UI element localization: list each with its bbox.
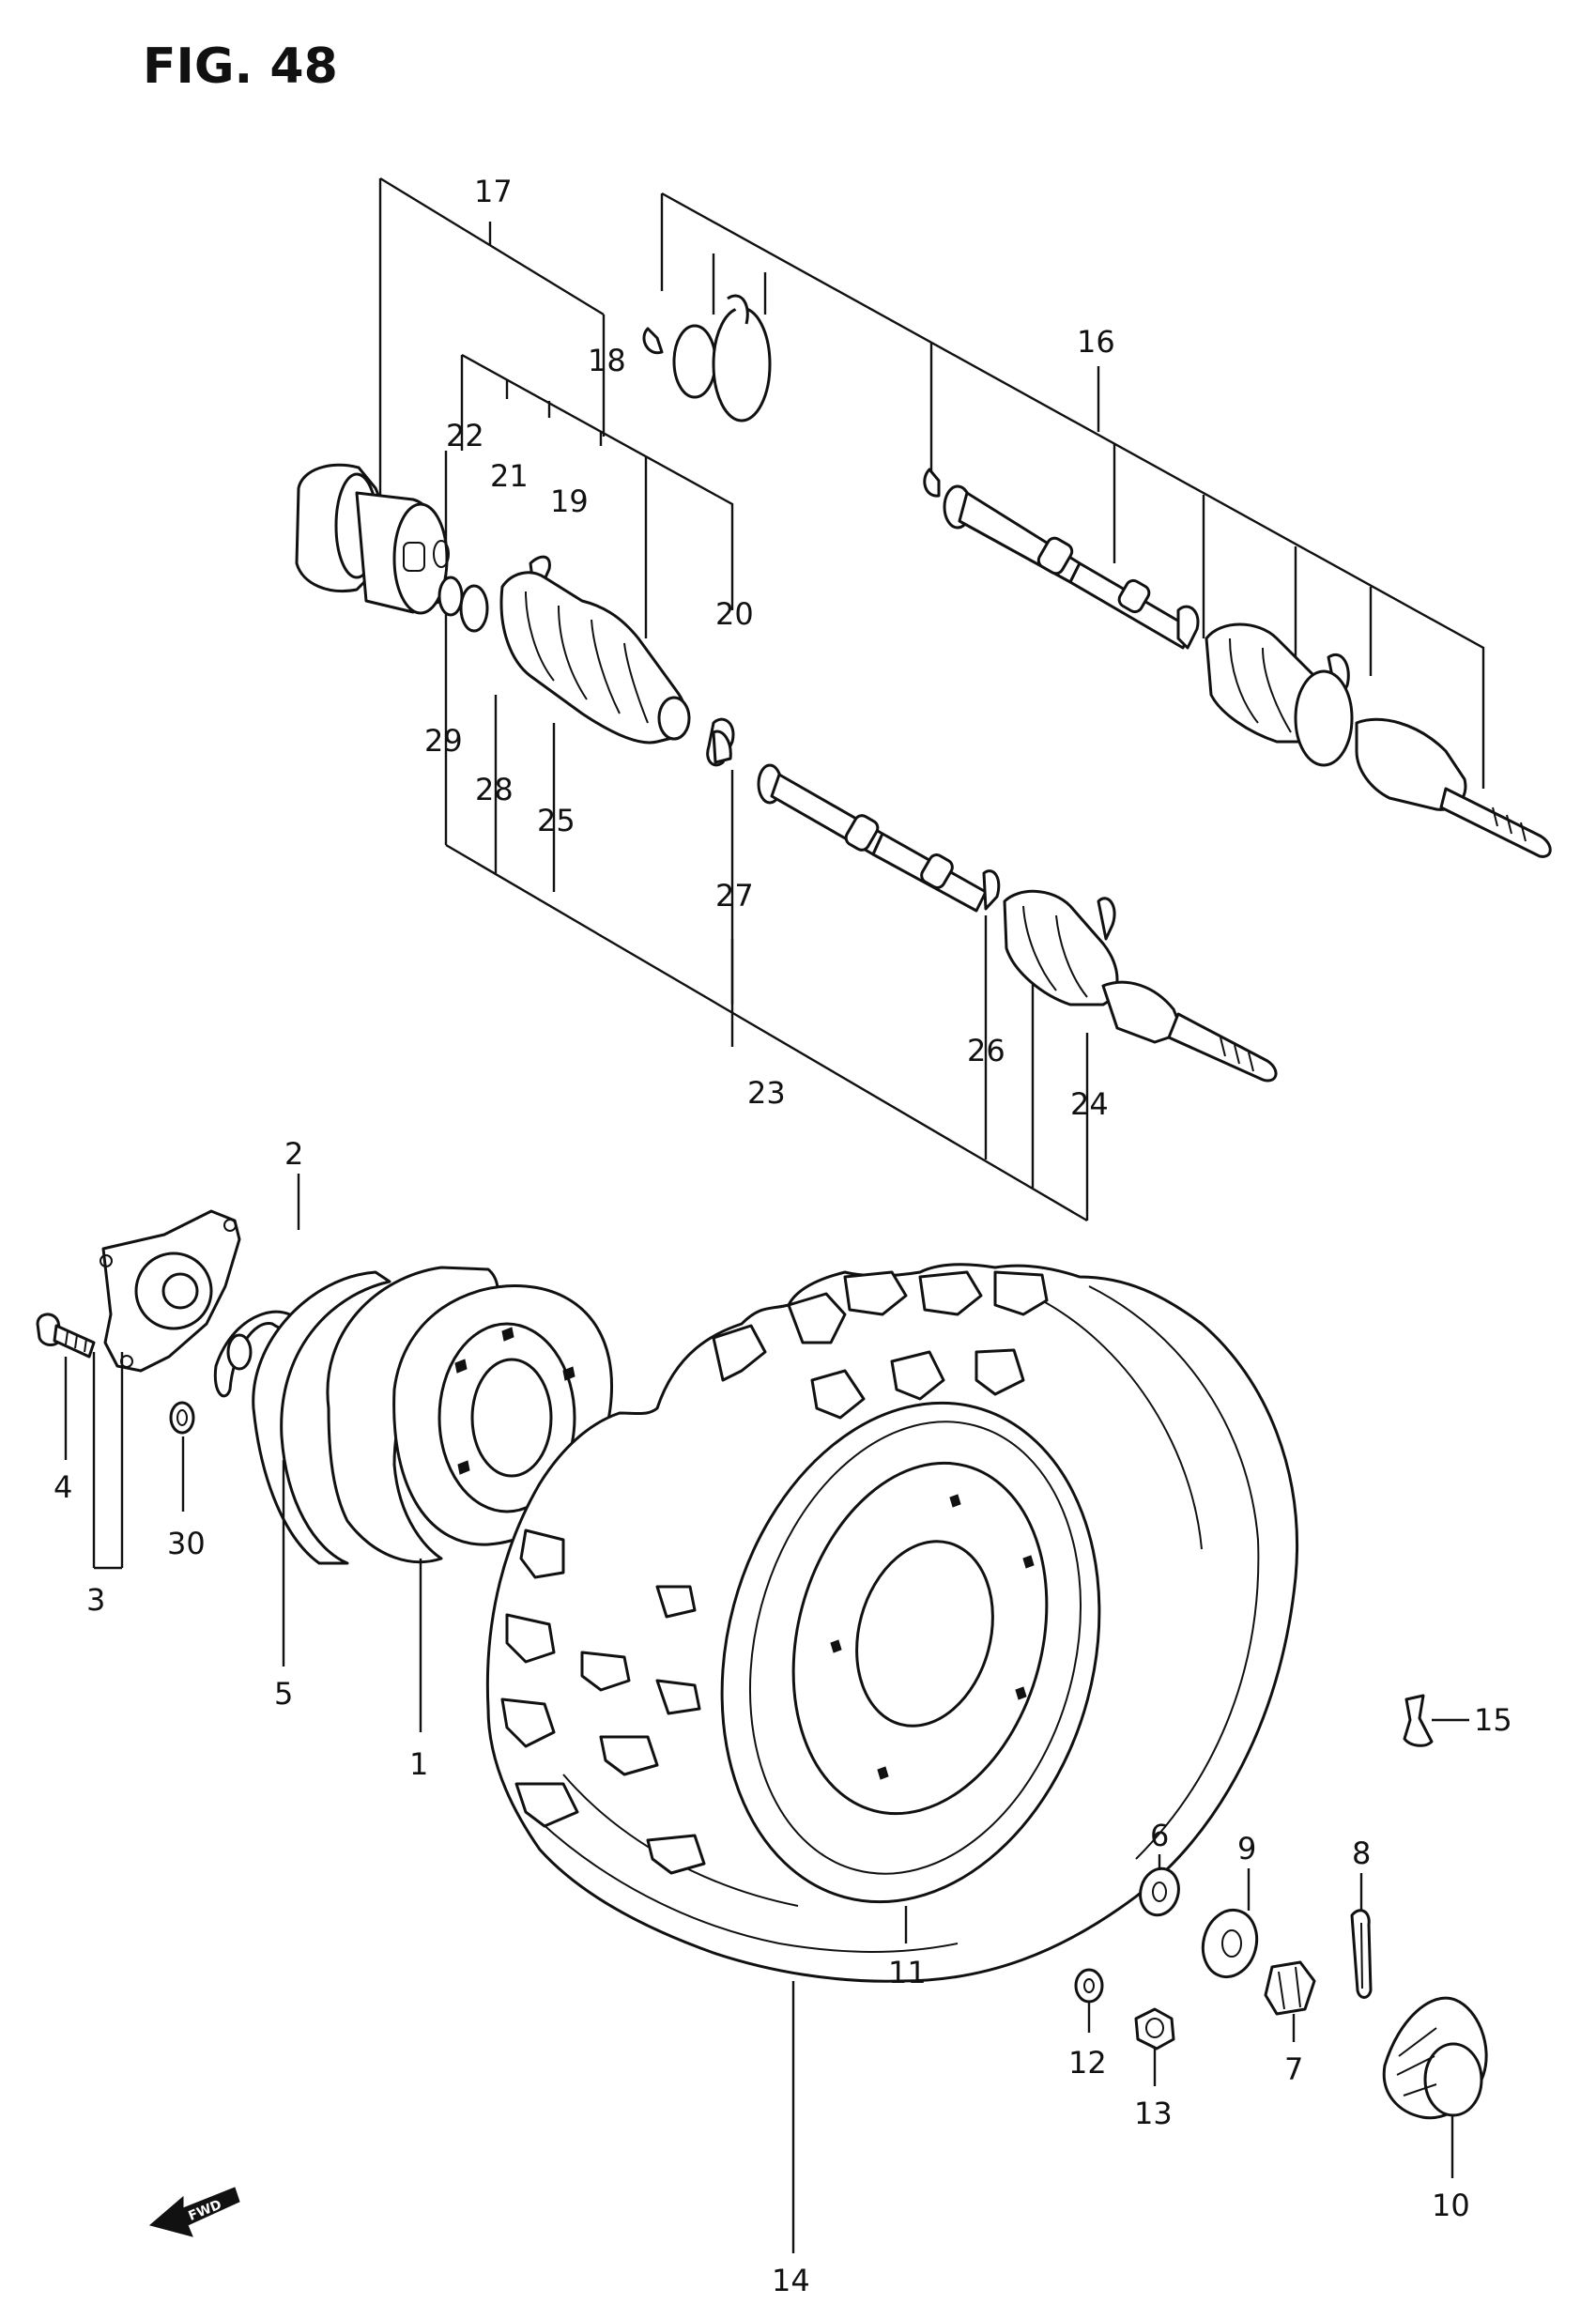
callout-10: 10	[1432, 2188, 1470, 2223]
hub-carrier-3	[100, 1209, 241, 1373]
callout-13: 13	[1134, 2096, 1173, 2131]
circlip-29	[437, 576, 464, 617]
callout-27: 27	[715, 878, 754, 914]
callout-2: 2	[284, 1136, 303, 1172]
callout-21: 21	[490, 458, 529, 494]
callout-19: 19	[550, 484, 589, 519]
bracket-17	[378, 177, 606, 502]
callout-22: 22	[446, 418, 484, 453]
washer-30	[169, 1401, 195, 1435]
callout-11: 11	[888, 1955, 927, 1990]
cotter-pin-8	[1350, 1909, 1373, 1999]
washer-12	[1074, 1968, 1104, 2004]
washer-6	[1139, 1866, 1180, 1917]
valve-stem-15	[1403, 1694, 1434, 1747]
callout-4: 4	[54, 1469, 72, 1505]
fwd-arrow: FWD	[148, 2187, 240, 2237]
bracket-23	[444, 353, 1089, 1222]
hub-cap-10	[1382, 1996, 1488, 2120]
callout-6: 6	[1150, 1818, 1169, 1853]
callout-23: 23	[747, 1075, 786, 1111]
callout-30: 30	[167, 1526, 206, 1561]
callout-labels: 2 4 30 3 5 1 15 6 9 8 11 12 7 13 10 14 1…	[54, 174, 1512, 2298]
callout-18: 18	[588, 343, 626, 378]
callout-14: 14	[772, 2263, 810, 2298]
castle-nut-7	[1264, 1960, 1316, 2016]
nut-13	[1134, 2007, 1175, 2051]
callout-17: 17	[474, 174, 513, 209]
callout-26: 26	[967, 1033, 1005, 1068]
callout-5: 5	[274, 1676, 293, 1712]
callout-3: 3	[86, 1582, 105, 1618]
callout-7: 7	[1284, 2051, 1303, 2087]
washer-9	[1201, 1908, 1259, 1979]
callout-1: 1	[409, 1746, 428, 1782]
callout-29: 29	[424, 723, 463, 759]
callout-20: 20	[715, 596, 754, 632]
figure-title: FIG. 48	[143, 38, 338, 95]
callout-24: 24	[1070, 1086, 1109, 1122]
drive-shaft-assembly-16	[923, 468, 1552, 858]
boot-19	[499, 571, 691, 745]
circlip-28	[459, 584, 489, 633]
callout-9: 9	[1237, 1831, 1256, 1866]
bracket-16	[660, 192, 1485, 789]
callout-28: 28	[475, 772, 514, 807]
bolt-4	[36, 1313, 96, 1359]
seal-5	[252, 1270, 391, 1565]
outer-cv-joint-housing	[295, 463, 450, 615]
o-ring-2	[213, 1310, 302, 1398]
callout-25: 25	[537, 803, 575, 838]
wheel-rim-11	[720, 1401, 1101, 1904]
boot-band-clamps	[642, 294, 772, 422]
callout-15: 15	[1474, 1702, 1512, 1738]
callout-8: 8	[1352, 1836, 1371, 1871]
callout-16: 16	[1077, 324, 1115, 360]
leader-lines	[64, 1174, 1469, 2253]
callout-12: 12	[1068, 2045, 1107, 2081]
drive-shaft-assembly-23	[712, 730, 1278, 1083]
